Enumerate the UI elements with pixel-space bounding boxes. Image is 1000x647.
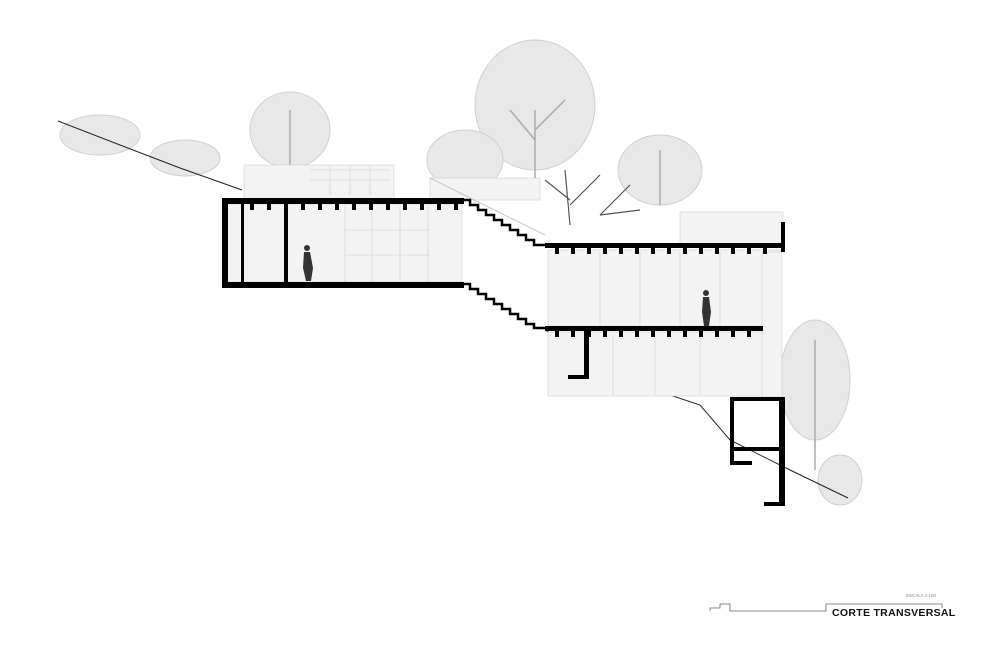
graphic-scale-bar <box>709 603 943 612</box>
beam <box>386 204 390 210</box>
retaining-inner <box>730 397 734 465</box>
beam <box>603 331 607 337</box>
beam <box>555 331 559 337</box>
beam <box>747 331 751 337</box>
window-mullions <box>310 165 721 395</box>
tree-branches-icon <box>544 169 641 226</box>
beam <box>683 248 687 254</box>
footing <box>568 375 589 379</box>
beam <box>267 204 271 210</box>
interior-elevations <box>225 164 784 398</box>
terrain-line-left <box>57 120 243 191</box>
tree-icon <box>817 454 863 506</box>
interior-wall <box>241 204 244 282</box>
beam <box>635 248 639 254</box>
ramp-roof <box>429 177 546 236</box>
beam <box>667 331 671 337</box>
floor-slab-upper <box>222 282 464 288</box>
beam <box>571 331 575 337</box>
beam <box>250 204 254 210</box>
human-figure-icon <box>702 290 711 326</box>
interior-column <box>284 204 288 282</box>
beam <box>731 331 735 337</box>
beam <box>437 204 441 210</box>
beam <box>619 248 623 254</box>
beam <box>555 248 559 254</box>
beam <box>715 331 719 337</box>
beam <box>699 331 703 337</box>
beam <box>587 248 591 254</box>
right-wall <box>781 222 785 252</box>
beam <box>763 248 767 254</box>
beams <box>250 204 767 337</box>
beam <box>651 248 655 254</box>
tree-icon <box>59 114 141 156</box>
retaining-slab <box>730 447 780 451</box>
drawing-title: CORTE TRANSVERSAL <box>832 607 956 619</box>
drawing-scale: ESCALA 1:100 <box>906 593 937 598</box>
beam <box>352 204 356 210</box>
column-lower <box>584 331 589 379</box>
beam <box>731 248 735 254</box>
beam <box>635 331 639 337</box>
retaining-top <box>730 397 785 401</box>
left-wall <box>222 198 228 288</box>
beam <box>301 204 305 210</box>
retaining-wall <box>779 397 785 506</box>
beam <box>284 204 288 210</box>
roof-slab-upper <box>222 198 464 204</box>
beam <box>651 331 655 337</box>
structure <box>222 198 785 506</box>
beam <box>747 248 751 254</box>
beam <box>603 248 607 254</box>
stair-lower <box>462 282 546 330</box>
beam <box>667 248 671 254</box>
beam <box>420 204 424 210</box>
beam <box>683 331 687 337</box>
beam <box>619 331 623 337</box>
beam <box>571 248 575 254</box>
roof-slab-middle <box>545 243 785 248</box>
beam <box>335 204 339 210</box>
beam <box>403 204 407 210</box>
retaining-base <box>764 502 785 506</box>
beam <box>587 331 591 337</box>
beam <box>699 248 703 254</box>
stair-upper <box>462 198 546 247</box>
beam <box>454 204 458 210</box>
beam <box>715 248 719 254</box>
retaining-foot <box>730 461 752 465</box>
human-figure-icon <box>303 245 313 281</box>
trees <box>59 39 863 506</box>
tree-icon <box>149 139 221 177</box>
beam <box>369 204 373 210</box>
beam <box>318 204 322 210</box>
floor-slab-middle <box>545 326 763 331</box>
